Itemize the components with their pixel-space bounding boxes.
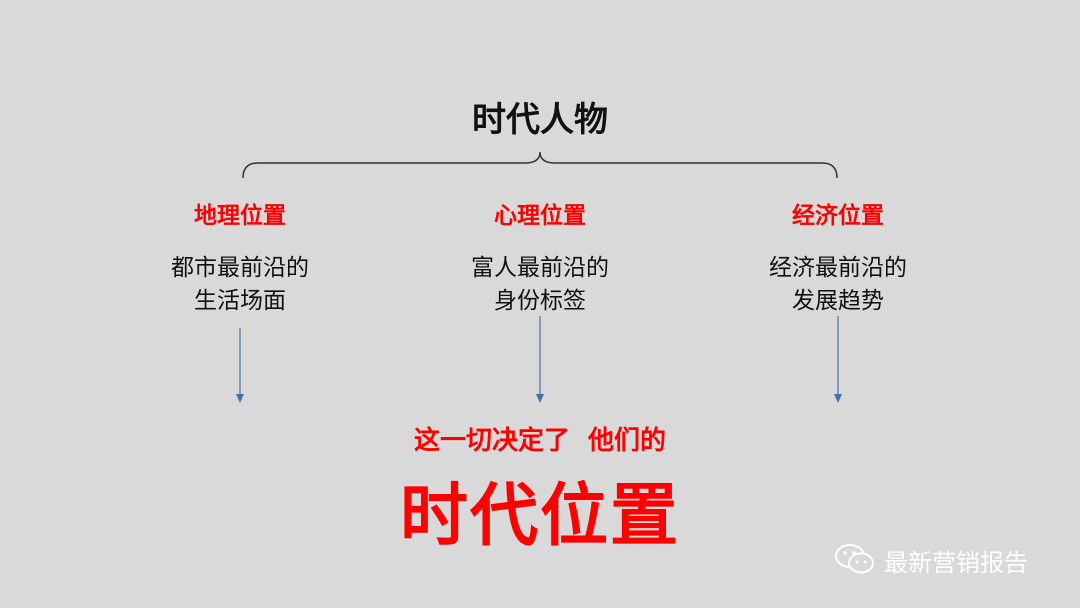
description-line: 发展趋势 [792, 288, 884, 314]
description-line: 身份标签 [494, 288, 586, 314]
column-description: 富人最前沿的 身份标签 [390, 252, 690, 318]
arrows [236, 316, 842, 403]
column-economic: 经济位置 经济最前沿的 发展趋势 [688, 196, 988, 318]
curly-brace [242, 151, 838, 179]
arrow-left [236, 328, 244, 403]
column-heading: 地理位置 [194, 203, 286, 229]
conclusion-headline: 时代位置 [399, 477, 680, 556]
column-heading: 经济位置 [792, 203, 884, 229]
arrow-center [536, 316, 544, 403]
description-line: 都市最前沿的 [171, 255, 309, 281]
arrow-right [834, 316, 842, 403]
diagram-title: 时代人物 [472, 100, 608, 140]
column-description: 都市最前沿的 生活场面 [90, 252, 390, 318]
description-line: 经济最前沿的 [769, 255, 907, 281]
column-psychological: 心理位置 富人最前沿的 身份标签 [390, 196, 690, 318]
wechat-icon [835, 544, 874, 574]
conclusion-line: 这一切决定了 他们的 [413, 426, 667, 456]
column-geographic: 地理位置 都市最前沿的 生活场面 [90, 196, 390, 318]
description-line: 富人最前沿的 [471, 255, 609, 281]
watermark-text: 最新营销报告 [884, 549, 1028, 577]
column-description: 经济最前沿的 发展趋势 [688, 252, 988, 318]
description-line: 生活场面 [194, 288, 286, 314]
column-heading: 心理位置 [494, 203, 586, 229]
